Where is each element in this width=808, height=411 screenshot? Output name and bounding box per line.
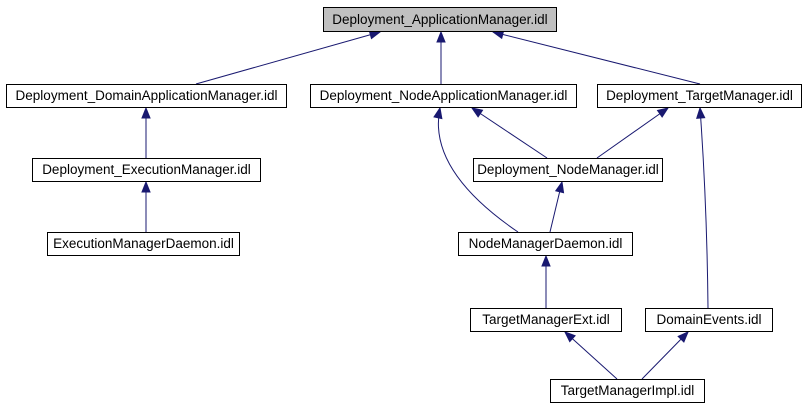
graph-edge-target-impl-to-domain-events [641,331,689,380]
graph-node-node-mgr[interactable]: Deployment_NodeManager.idl [473,158,663,182]
graph-edge-node-mgr-to-node-app-mgr [471,107,548,159]
graph-edge-node-daemon-to-node-app-mgr [437,107,519,233]
graph-edge-domain-events-to-target-mgr [699,107,709,309]
graph-node-target-ext[interactable]: TargetManagerExt.idl [470,308,622,332]
graph-edge-target-mgr-to-app-mgr [492,31,701,85]
graph-arrowhead-exec-mgr-to-domain-app-mgr [141,106,151,119]
graph-arrowhead-target-impl-to-domain-events [677,331,689,343]
graph-node-exec-daemon[interactable]: ExecutionManagerDaemon.idl [47,232,240,256]
graph-arrowhead-domain-app-mgr-to-app-mgr [368,30,382,40]
graph-node-exec-mgr[interactable]: Deployment_ExecutionManager.idl [32,158,261,182]
graph-node-target-mgr[interactable]: Deployment_TargetManager.idl [597,84,802,108]
graph-node-node-daemon[interactable]: NodeManagerDaemon.idl [458,232,633,256]
graph-arrowhead-node-daemon-to-node-app-mgr [433,106,443,120]
graph-edge-target-impl-to-target-ext [564,331,618,380]
graph-node-target-impl[interactable]: TargetManagerImpl.idl [550,379,705,403]
graph-arrowhead-node-mgr-to-node-app-mgr [470,107,484,118]
graph-arrowhead-node-app-mgr-to-app-mgr [436,30,446,43]
graph-arrowhead-node-daemon-to-node-mgr [554,180,565,194]
graph-edge-domain-app-mgr-to-app-mgr [195,31,381,85]
graph-arrowhead-domain-events-to-target-mgr [696,106,706,119]
graph-arrowhead-target-impl-to-target-ext [564,331,576,343]
graph-node-node-app-mgr[interactable]: Deployment_NodeApplicationManager.idl [310,84,577,108]
graph-node-app-mgr[interactable]: Deployment_ApplicationManager.idl [323,7,557,32]
graph-node-domain-app-mgr[interactable]: Deployment_DomainApplicationManager.idl [6,84,287,108]
graph-node-domain-events[interactable]: DomainEvents.idl [645,308,773,332]
graph-edge-node-mgr-to-target-mgr [596,107,669,159]
graph-arrowhead-exec-daemon-to-exec-mgr [141,180,151,193]
graph-arrowhead-node-mgr-to-target-mgr [656,107,670,118]
graph-arrowhead-target-ext-to-node-daemon [541,254,551,267]
